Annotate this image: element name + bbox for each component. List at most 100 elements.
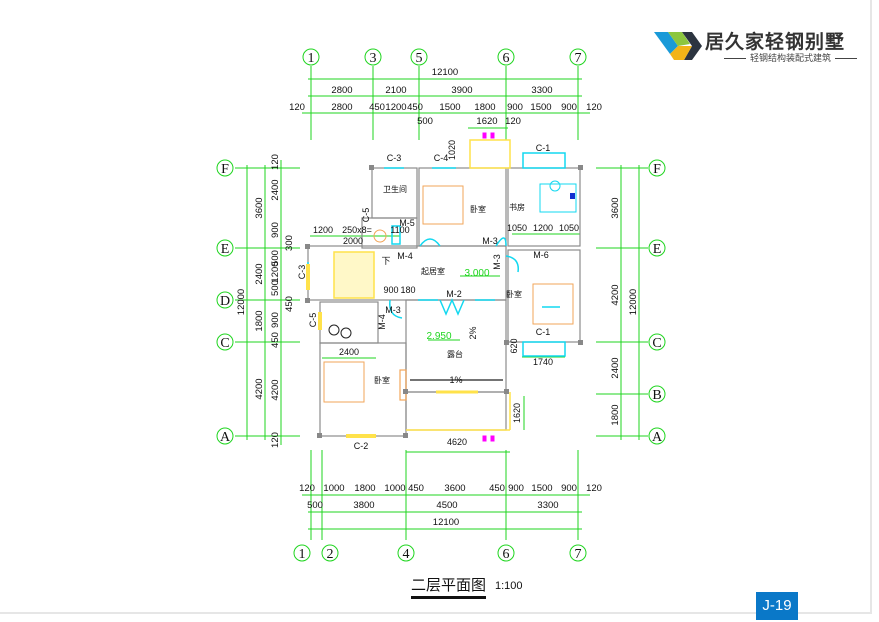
room-label-bedroom-left: 卧室 bbox=[374, 375, 390, 385]
plan-label-d1100: 1100 bbox=[390, 225, 409, 235]
plan-label-d1200b: 1200 bbox=[533, 223, 553, 233]
plan-label-slope-2: 2% bbox=[468, 326, 478, 339]
page-frame bbox=[0, 0, 872, 614]
axis-top-label: 6 bbox=[503, 51, 510, 66]
plan-label-d2000: 2000 bbox=[343, 236, 363, 246]
columns bbox=[305, 165, 583, 438]
entry-markers bbox=[482, 132, 495, 442]
plan-label-d1620: 1620 bbox=[512, 403, 522, 423]
axis-right-label-circle bbox=[648, 427, 666, 445]
axis-bottom-label: 4 bbox=[403, 547, 410, 562]
dimension-label: 1800 bbox=[254, 310, 265, 331]
windows-doors bbox=[307, 152, 566, 357]
axis-right-label-circle bbox=[648, 385, 666, 403]
axis-bottom-label: 7 bbox=[575, 547, 582, 562]
plan-label-m4-lower: M-4 bbox=[377, 314, 387, 330]
plan-label-c1-top: C-1 bbox=[536, 143, 551, 153]
dimension-label: 2400 bbox=[610, 357, 621, 378]
axis-bottom-label-circle bbox=[321, 544, 339, 562]
plan-label-slope-1: 1% bbox=[449, 375, 462, 385]
drawing-title: 二层平面图 bbox=[411, 574, 487, 599]
page-badge: J-19 bbox=[756, 592, 798, 620]
dimension-label: 900 bbox=[507, 102, 523, 113]
plan-label-c5-lower: C-5 bbox=[308, 313, 318, 328]
axis-right-label-circle bbox=[648, 239, 666, 257]
dimension-label: 120 bbox=[505, 116, 521, 127]
axis-right-label: F bbox=[653, 162, 661, 177]
axis-left-label: E bbox=[221, 242, 230, 257]
axis-right-label: C bbox=[652, 336, 661, 351]
plan-label-d4620: 4620 bbox=[447, 437, 467, 447]
dimension-label: 3600 bbox=[444, 483, 465, 494]
dimension-label: 3600 bbox=[254, 197, 265, 218]
dimension-label: 450 bbox=[408, 483, 424, 494]
plan-label-c5-upper: C-5 bbox=[361, 208, 371, 223]
dimension-label: 300 bbox=[284, 235, 295, 251]
dimension-label: 2800 bbox=[331, 102, 352, 113]
plan-label-c1-lower: C-1 bbox=[536, 327, 551, 337]
plan-label-m2: M-2 bbox=[446, 289, 462, 299]
dimension-label: 900 bbox=[561, 483, 577, 494]
dimension-label: 4200 bbox=[270, 379, 281, 400]
axis-left-label: F bbox=[221, 162, 229, 177]
axis-top-label-circle bbox=[364, 48, 382, 66]
dimension-label: 120 bbox=[289, 102, 305, 113]
axis-left-label: A bbox=[220, 430, 231, 445]
brand-subtitle: 轻钢结构装配式建筑 bbox=[720, 51, 861, 64]
axis-top-label: 1 bbox=[308, 51, 315, 66]
plan-label-d1050b: 1050 bbox=[559, 223, 579, 233]
dimension-label: 1500 bbox=[439, 102, 460, 113]
room-label-study: 书房 bbox=[509, 202, 525, 212]
dimension-label: 500 bbox=[270, 280, 281, 296]
axis-left-label-circle bbox=[216, 239, 234, 257]
furniture bbox=[323, 180, 577, 403]
plan-label-c2: C-2 bbox=[354, 441, 369, 451]
plan-label-m3-a: M-3 bbox=[482, 236, 498, 246]
axis-bottom-label: 6 bbox=[503, 547, 510, 562]
axis-top-label: 3 bbox=[370, 51, 377, 66]
dimension-label: 2800 bbox=[331, 85, 352, 96]
dimension-label: 4200 bbox=[610, 284, 621, 305]
axis-left-label: D bbox=[220, 294, 230, 309]
axis-right-label: E bbox=[653, 242, 662, 257]
dimension-label: 2100 bbox=[385, 85, 406, 96]
axis-top-label: 7 bbox=[575, 51, 582, 66]
axis-top-label-circle bbox=[497, 48, 515, 66]
axis-right-label-circle bbox=[648, 159, 666, 177]
dimension-label: 1200 bbox=[385, 102, 406, 113]
axis-bottom-label-circle bbox=[293, 544, 311, 562]
dimension-label: 120 bbox=[586, 483, 602, 494]
plan-label-m3-c: M-3 bbox=[385, 305, 401, 315]
dimension-label: 450 bbox=[489, 483, 505, 494]
dimension-label: 120 bbox=[299, 483, 315, 494]
dimension-label: 120 bbox=[586, 102, 602, 113]
axis-right-label: A bbox=[652, 430, 663, 445]
dimension-label: 12000 bbox=[628, 289, 639, 315]
room-label-living: 起居室 bbox=[421, 266, 445, 276]
plan-label-elev-2950: 2.950 bbox=[426, 331, 451, 342]
axis-right-label: B bbox=[652, 388, 661, 403]
dimension-label: 500 bbox=[270, 250, 281, 266]
axis-bottom-label: 2 bbox=[327, 547, 334, 562]
dimension-label: 4500 bbox=[436, 500, 457, 511]
plan-label-d180: 180 bbox=[400, 285, 415, 295]
dimension-label: 900 bbox=[270, 222, 281, 238]
dimension-label: 12100 bbox=[433, 517, 459, 528]
room-label-bedroom-top: 卧室 bbox=[470, 204, 486, 214]
axis-left-label-circle bbox=[216, 333, 234, 351]
dimension-label: 120 bbox=[270, 432, 281, 448]
dimension-label: 120 bbox=[270, 154, 281, 170]
walls bbox=[307, 167, 581, 437]
dimension-label: 450 bbox=[284, 296, 295, 312]
plan-label-m4-upper: M-4 bbox=[397, 251, 413, 261]
plan-label-d1200a: 1200 bbox=[313, 225, 333, 235]
axis-bottom-label-circle bbox=[497, 544, 515, 562]
plan-label-d2400: 2400 bbox=[339, 347, 359, 357]
brand-logo-icon bbox=[654, 32, 702, 60]
dimension-label: 3900 bbox=[451, 85, 472, 96]
dimension-label: 1500 bbox=[531, 483, 552, 494]
plan-label-d900: 900 bbox=[383, 285, 398, 295]
dimension-label: 450 bbox=[407, 102, 423, 113]
dimension-label: 3300 bbox=[537, 500, 558, 511]
